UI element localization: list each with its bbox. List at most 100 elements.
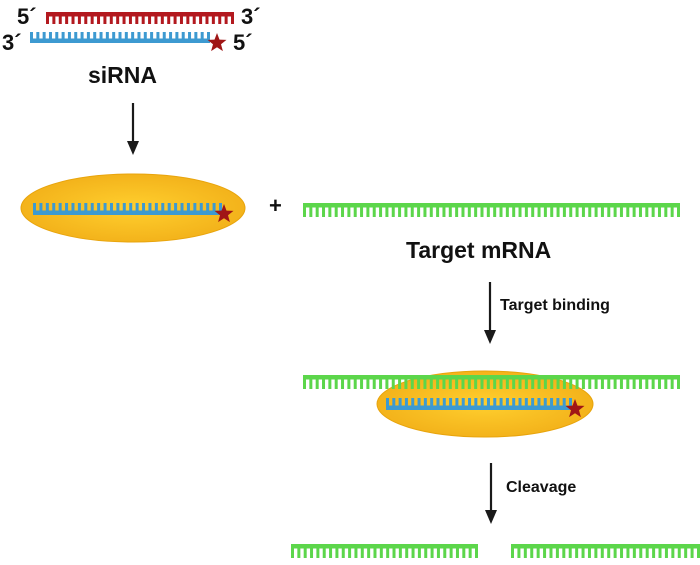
bound-target-strand-base: [524, 375, 528, 389]
guide-strand-base: [61, 32, 65, 43]
sense-strand-base: [179, 12, 183, 24]
bound-target-strand-base: [398, 375, 402, 389]
bound-guide-strand-base: [386, 398, 389, 410]
target-mrna-strand-base: [594, 203, 598, 217]
cleaved-fragment-right-base: [645, 544, 649, 558]
sense-strand-base: [192, 12, 196, 24]
sense-strand-backbone: [46, 12, 234, 17]
cleaved-fragment-left-backbone: [291, 544, 478, 549]
bound-guide-strand-base: [430, 398, 434, 410]
bound-guide-strand-base: [423, 398, 427, 410]
bound-guide-strand-base: [518, 398, 522, 410]
guide-5prime-label: 5´: [233, 30, 253, 55]
bound-target-strand-base: [410, 375, 414, 389]
bound-target-strand-base: [562, 375, 566, 389]
cleaved-fragment-right-base: [536, 544, 540, 558]
bound-target-strand-base: [626, 375, 630, 389]
target-mrna-strand-base: [613, 203, 617, 217]
target-mrna-strand-base: [442, 203, 446, 217]
bound-target-strand-base: [404, 375, 408, 389]
target-mrna-strand-base: [404, 203, 408, 217]
loaded-guide-strand-base: [142, 203, 146, 215]
target-mrna-strand-base: [347, 203, 351, 217]
sense-strand-base: [173, 12, 177, 24]
guide-strand-base: [188, 32, 192, 43]
cleaved-fragment-left-base: [291, 544, 294, 558]
target-mrna-strand-base: [645, 203, 649, 217]
bound-target-strand-base: [600, 375, 604, 389]
guide-strand-base: [74, 32, 78, 43]
loaded-guide-strand-base: [45, 203, 49, 215]
bound-target-strand-base: [651, 375, 655, 389]
cleaved-fragment-left-base: [424, 544, 428, 558]
bound-target-strand-base: [638, 375, 642, 389]
target-mrna-strand: [303, 203, 680, 217]
cleaved-fragment-left-base: [436, 544, 440, 558]
sense-strand-base: [160, 12, 164, 24]
bound-target-strand-base: [328, 375, 332, 389]
sense-strand-base: [205, 12, 209, 24]
sense-strand: [46, 12, 234, 24]
target-mrna-strand-base: [518, 203, 522, 217]
guide-strand-base: [156, 32, 160, 43]
bound-guide-strand-base: [543, 398, 547, 410]
sense-strand-base: [52, 12, 56, 24]
cleaved-fragment-left-base: [310, 544, 314, 558]
cleaved-fragment-right-base: [555, 544, 559, 558]
guide-strand-base: [194, 32, 198, 43]
target-mrna-strand-base: [664, 203, 668, 217]
sense-strand-base: [116, 12, 120, 24]
cleaved-fragment-right-base: [607, 544, 611, 558]
target-mrna-strand-base: [448, 203, 452, 217]
loaded-guide-strand-base: [193, 203, 197, 215]
bound-target-strand-base: [657, 375, 661, 389]
cleaved-fragment-right-base: [530, 544, 534, 558]
cleaved-fragment-left-base: [341, 544, 345, 558]
bound-target-strand-base: [505, 375, 509, 389]
guide-strand-base: [169, 32, 173, 43]
sense-strand-base: [231, 12, 234, 24]
bound-guide-strand-base: [486, 398, 490, 410]
loaded-guide-strand-base: [186, 203, 190, 215]
guide-strand-base: [55, 32, 59, 43]
bound-guide-strand-base: [449, 398, 453, 410]
guide-strand-base: [112, 32, 116, 43]
target-mrna-strand-base: [677, 203, 680, 217]
target-mrna-strand-base: [600, 203, 604, 217]
guide-strand-base: [80, 32, 84, 43]
cleaved-fragment-right-base: [523, 544, 527, 558]
loaded-guide-strand-base: [167, 203, 171, 215]
target-mrna-strand-base: [410, 203, 414, 217]
loaded-guide-strand-base: [206, 203, 210, 215]
bound-target-strand-base: [480, 375, 484, 389]
sense-strand-base: [90, 12, 94, 24]
bound-target-strand-base: [303, 375, 306, 389]
target-mrna-strand-base: [569, 203, 573, 217]
cleaved-fragment-left-base: [443, 544, 447, 558]
cleaved-fragment-right-base: [575, 544, 579, 558]
sense-strand-base: [128, 12, 132, 24]
sense-strand-base: [103, 12, 107, 24]
target-mrna-strand-base: [417, 203, 421, 217]
cleaved-fragment-left-base: [449, 544, 453, 558]
sense-strand-base: [141, 12, 145, 24]
bound-target-strand-base: [455, 375, 459, 389]
cleaved-fragment-right-base: [549, 544, 553, 558]
target-mrna-strand-base: [334, 203, 338, 217]
target-mrna-strand-base: [480, 203, 484, 217]
bound-guide-strand-base: [499, 398, 503, 410]
bound-guide-strand-base: [455, 398, 459, 410]
loaded-guide-strand-base: [58, 203, 62, 215]
target-mrna-strand-base: [524, 203, 528, 217]
loaded-guide-strand-base: [84, 203, 88, 215]
loaded-guide-strand-base: [90, 203, 94, 215]
bound-target-strand-base: [613, 375, 617, 389]
cleaved-fragment-left-base: [316, 544, 320, 558]
bound-guide-strand-base: [398, 398, 402, 410]
cleaved-fragment-left-base: [322, 544, 326, 558]
guide-strand-base: [175, 32, 179, 43]
guide-strand-base: [99, 32, 103, 43]
target-mrna-strand-base: [505, 203, 509, 217]
bound-target-strand-base: [372, 375, 376, 389]
cleaved-fragment-right-base: [613, 544, 617, 558]
